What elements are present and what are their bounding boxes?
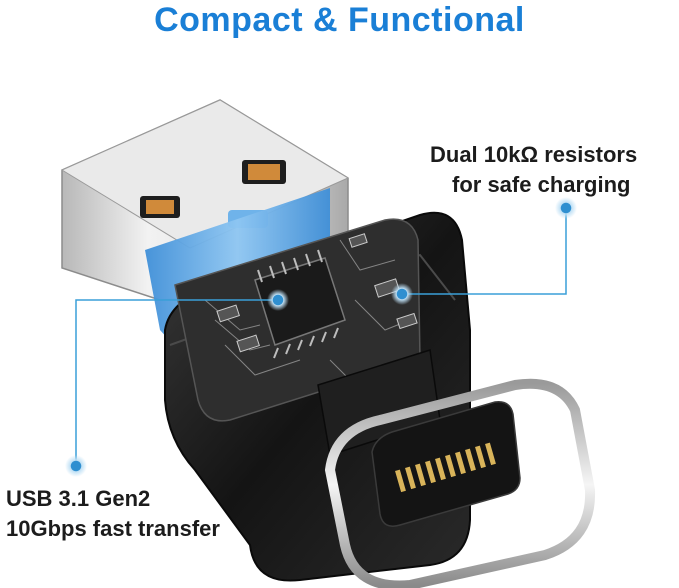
- circuit-board: [174, 218, 421, 422]
- callout-resistors-line1: Dual 10kΩ resistors: [430, 142, 638, 167]
- usb-c-port-rim: [324, 378, 596, 588]
- callout-dot-icon: [65, 455, 87, 477]
- callout-usb: USB 3.1 Gen2 10Gbps fast transfer: [6, 484, 266, 544]
- controller-chip: [254, 257, 346, 346]
- callout-dot-icon: [391, 283, 413, 305]
- callout-resistors: Dual 10kΩ resistors for safe charging: [430, 140, 678, 200]
- callout-dot-icon: [555, 197, 577, 219]
- callout-usb-line2: 10Gbps fast transfer: [6, 516, 220, 541]
- callout-usb-line1: USB 3.1 Gen2: [6, 486, 151, 511]
- resistor: [396, 312, 418, 330]
- callout-dot-icon: [267, 289, 289, 311]
- callout-resistors-line2: for safe charging: [452, 172, 631, 197]
- lightning-tongue: [371, 401, 521, 527]
- callout-leaders: [75, 208, 567, 466]
- headline: Compact & Functional: [154, 1, 525, 39]
